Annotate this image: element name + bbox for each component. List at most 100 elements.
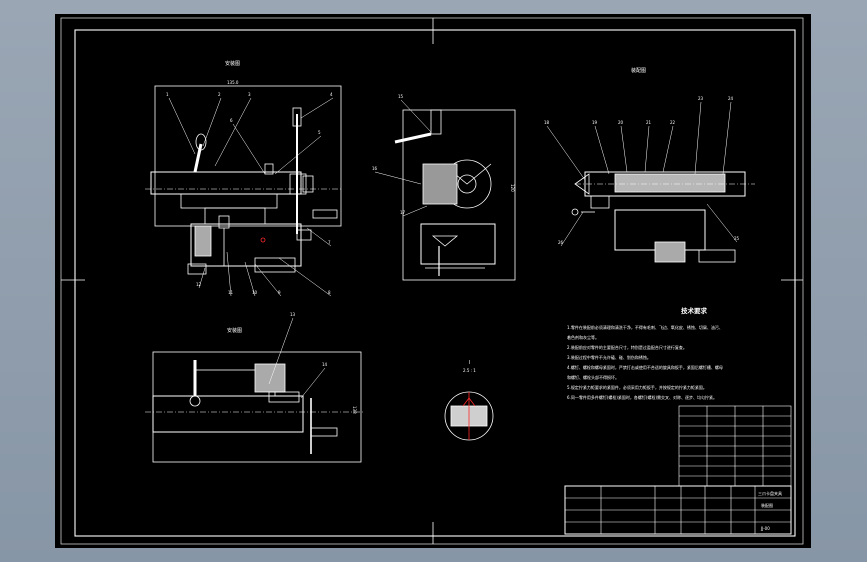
clamp-foot: [187, 263, 207, 275]
red-marker: [260, 237, 266, 243]
dim-top: 135.0: [227, 80, 239, 85]
top-hatch: [254, 363, 286, 393]
view3-title: 装配图: [631, 67, 646, 74]
leader-line: [198, 267, 206, 289]
section-hatch: [614, 173, 726, 193]
drawing-number: JJ-00: [760, 526, 770, 531]
leader-line: [560, 211, 584, 247]
lower-base: [254, 257, 296, 273]
balloon-label: 7: [328, 240, 331, 245]
drawing-name: 三爪卡盘夹具: [758, 490, 782, 496]
leader-line: [254, 263, 282, 297]
section-tip: [574, 173, 590, 195]
balloon-label: 24: [728, 96, 734, 101]
top-jaw: [268, 391, 300, 403]
side-base: [420, 223, 496, 265]
balloon-label: 10: [252, 290, 258, 295]
view1-envelope: [154, 85, 342, 227]
leader-line: [168, 97, 196, 155]
right-lower-knob: [296, 229, 312, 241]
dim-side: 138: [352, 406, 357, 414]
balloon-label: 21: [646, 120, 652, 125]
view1-title: 安装图: [225, 60, 240, 67]
clamp-nut: [264, 163, 274, 175]
inner-frame: [74, 29, 796, 537]
drawing-sheet[interactable]: 安装图 135.0: [55, 14, 811, 548]
jaw-block: [204, 207, 266, 225]
leader-line: [232, 123, 266, 175]
view3-envelope: [402, 109, 516, 281]
handle-knob: [195, 133, 207, 151]
spindle-body: [150, 171, 302, 195]
side-knob: [430, 109, 442, 135]
detail-red-notch: [462, 397, 476, 407]
right-handwheel: [312, 209, 338, 219]
top-pin: [189, 395, 201, 407]
balloon-label: 25: [734, 236, 740, 241]
leader-line: [694, 101, 702, 175]
side-hatch: [422, 163, 458, 205]
balloon-label: 16: [372, 166, 378, 171]
tech-line: 3.装配过程中零件不允许磕、碰、划伤和锈蚀。: [567, 354, 651, 360]
leader-line: [300, 367, 326, 399]
balloon-label: 14: [322, 362, 328, 367]
tech-title: 技术要求: [681, 306, 708, 315]
balloon-label: 3: [248, 92, 251, 97]
upper-block: [180, 193, 278, 209]
collar-end: [302, 175, 314, 193]
leader-line: [620, 125, 628, 173]
leader-line: [306, 227, 332, 247]
tech-line: 6.同一零件用多件螺钉(螺栓)紧固时，各螺钉(螺栓)需交叉、对称、逐步、均匀拧紧…: [567, 394, 717, 400]
leader-line: [244, 261, 256, 297]
side-handle: [394, 132, 432, 144]
balloon-label: 11: [228, 290, 234, 295]
side-view: 120: [394, 109, 516, 281]
balloon-label: 2: [218, 92, 221, 97]
side-vblock: [431, 235, 459, 247]
balloon-label: 9: [278, 290, 281, 295]
balloon-label: 6: [230, 118, 233, 123]
leader-line: [546, 125, 586, 181]
drawing-canvas: 安装图 135.0: [60, 17, 804, 545]
leader-line: [274, 135, 322, 175]
leader-line: [300, 97, 334, 119]
leader-line: [662, 125, 674, 173]
base-hatch: [194, 225, 212, 257]
title-block: 三爪卡盘夹具 装配图 JJ-00: [564, 485, 792, 535]
balloon-label: 19: [592, 120, 598, 125]
balloon-label: 20: [618, 120, 624, 125]
section-knob: [571, 208, 579, 216]
front-view: 安装图 135.0: [145, 60, 342, 275]
tech-line: 着色剂和灰尘等。: [567, 334, 599, 340]
leader-line: [722, 101, 732, 175]
top-wheel: [310, 427, 338, 437]
leader-line: [402, 205, 428, 217]
balloon-label: 22: [670, 120, 676, 125]
outer-border: [60, 17, 804, 545]
tech-requirements: 技术要求 1.零件在装配前必须清理和清洗干净，不得有毛刺、飞边、氧化皮、锈蚀、切…: [567, 306, 723, 400]
right-knob: [292, 107, 302, 127]
leader-line: [202, 97, 222, 147]
section-view: 装配图: [571, 67, 755, 263]
tech-line: 4.螺钉、螺栓和螺母紧固时，严禁打击或使用不合适的旋具和扳手，紧固后螺钉槽、螺母: [567, 364, 723, 370]
leader-line: [374, 171, 422, 185]
balloon-label: 12: [196, 282, 202, 287]
view2-title: 安装图: [227, 327, 242, 334]
detail-label: I: [469, 360, 470, 366]
top-view: 安装图 138: [145, 327, 365, 463]
balloon-label: 1: [166, 92, 169, 97]
section-lower-hatch: [654, 241, 686, 263]
leader-line: [644, 125, 650, 173]
handle-lever: [193, 143, 203, 173]
tech-line: 和螺钉、螺栓头部不得损坏。: [567, 374, 619, 380]
leader-line: [594, 125, 610, 175]
leader-line: [400, 99, 432, 133]
dim-right: 120: [510, 184, 515, 192]
leader-line: [214, 97, 252, 167]
leader-line: [278, 257, 332, 297]
leader-line: [226, 251, 232, 297]
tech-line: 2.装配前应对零件的主要配合尺寸，特别是过盈配合尺寸进行复查。: [567, 344, 687, 350]
side-chuck-bore: [457, 174, 477, 194]
balloon-label: 18: [544, 120, 550, 125]
